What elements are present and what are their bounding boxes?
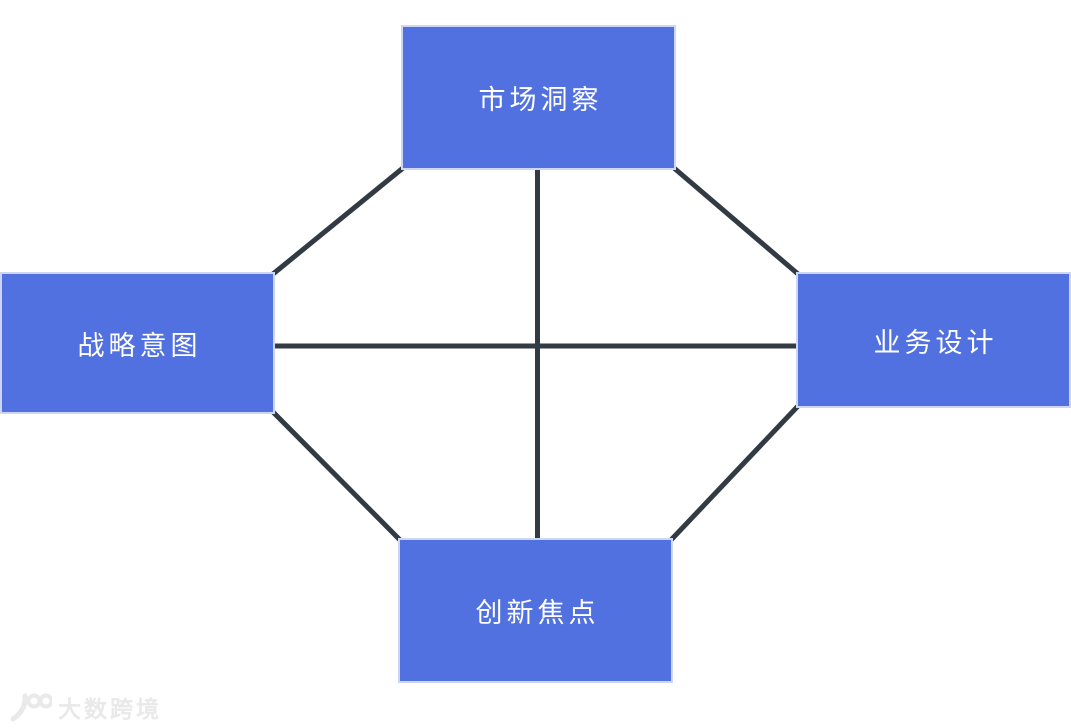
node-business-design: 业务设计: [796, 272, 1071, 408]
node-market-insight: 市场洞察: [401, 25, 676, 170]
node-innovation-focus: 创新焦点: [398, 538, 673, 683]
watermark-text: 大数跨境: [58, 696, 162, 722]
edge-right-to-bottom: [669, 404, 800, 542]
node-strategic-intent: 战略意图: [0, 272, 275, 414]
edge-top-to-right: [672, 166, 800, 276]
node-innovation-focus-label: 创新焦点: [475, 598, 600, 628]
node-market-insight-label: 市场洞察: [478, 85, 603, 115]
node-strategic-intent-label: 战略意图: [77, 330, 202, 361]
watermark-100-logo-icon: [10, 693, 52, 722]
watermark: 大数跨境: [10, 690, 162, 724]
node-business-design-label: 业务设计: [873, 327, 998, 358]
edge-top-to-left: [271, 166, 405, 276]
edge-left-to-bottom: [271, 410, 402, 542]
